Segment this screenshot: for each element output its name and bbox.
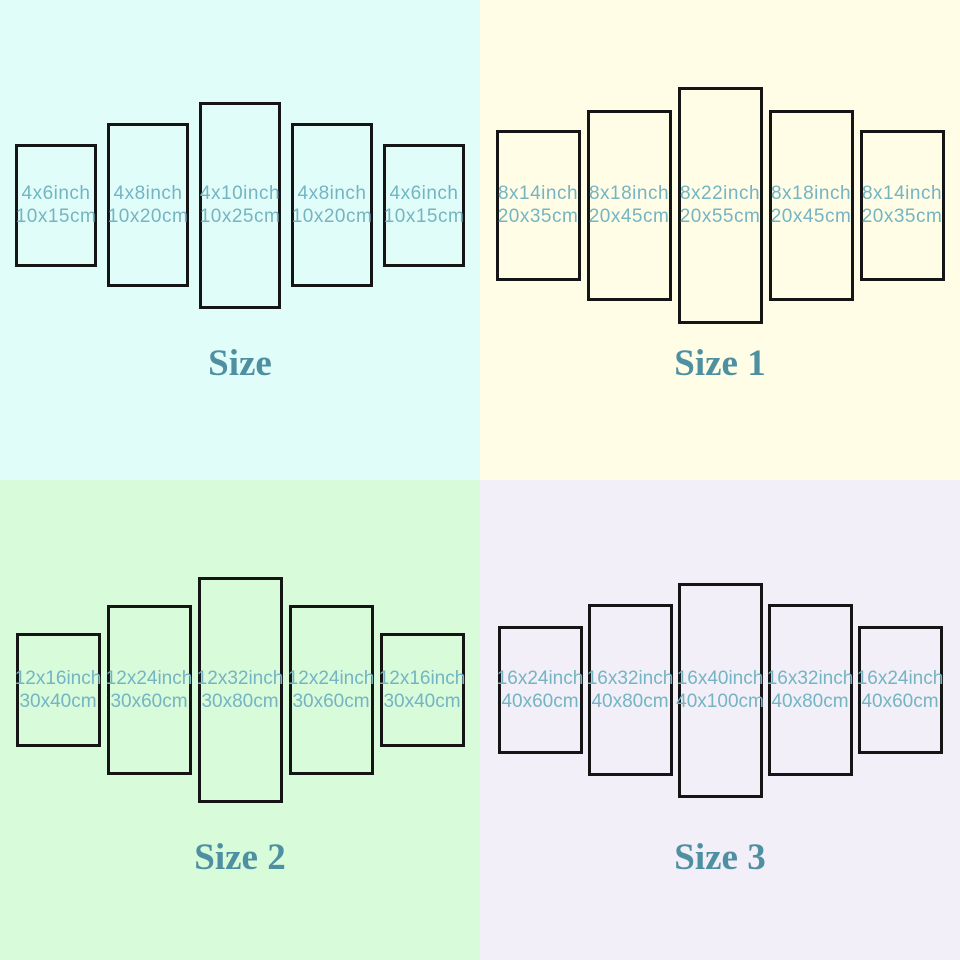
panel-size-cm: 20x45cm	[770, 206, 852, 227]
panel-size-inch: 4x6inch	[21, 183, 91, 204]
canvas-panel: 12x24inch 30x60cm	[288, 605, 375, 775]
panel-size-inch: 8x22inch	[679, 183, 761, 204]
panel-size-inch: 8x14inch	[861, 183, 943, 204]
panel-size-label: 8x14inch 20x35cm	[862, 182, 943, 228]
panel-size-label: 8x18inch 20x45cm	[771, 182, 852, 228]
panel-size-label: 16x40inch 40x100cm	[676, 667, 764, 713]
panel-size-cm: 30x40cm	[383, 691, 461, 712]
panel-size-cm: 20x35cm	[861, 206, 943, 227]
panel-size-label: 16x32inch 40x80cm	[587, 667, 674, 713]
canvas-panel: 12x16inch 30x40cm	[15, 633, 102, 747]
canvas-panel: 4x6inch 10x15cm	[15, 143, 97, 267]
size-chart-quadrant-size: 4x6inch 10x15cm 4x8inch 10x20cm 4x10inch…	[0, 0, 480, 480]
panel-size-label: 16x32inch 40x80cm	[767, 667, 854, 713]
canvas-panel: 12x24inch 30x60cm	[106, 605, 193, 775]
panel-size-cm: 30x80cm	[201, 691, 279, 712]
panel-size-cm: 20x55cm	[679, 206, 761, 227]
panel-size-label: 8x14inch 20x35cm	[498, 182, 579, 228]
panel-size-label: 16x24inch 40x60cm	[857, 667, 944, 713]
panel-size-label: 4x6inch 10x15cm	[384, 182, 465, 228]
panel-size-label: 4x8inch 10x20cm	[108, 182, 189, 228]
canvas-panel: 8x22inch 20x55cm	[677, 86, 763, 324]
panel-size-inch: 4x6inch	[389, 183, 459, 204]
panel-size-inch: 8x18inch	[588, 183, 670, 204]
panel-size-inch: 16x40inch	[676, 668, 764, 689]
panel-size-inch: 12x32inch	[196, 668, 284, 689]
panel-size-inch: 4x10inch	[199, 183, 281, 204]
panel-size-inch: 8x14inch	[497, 183, 579, 204]
panel-size-label: 12x16inch 30x40cm	[15, 667, 102, 713]
panel-size-inch: 16x32inch	[586, 668, 674, 689]
panel-size-inch: 16x24inch	[856, 668, 944, 689]
canvas-panel: 12x32inch 30x80cm	[197, 577, 284, 803]
panel-size-label: 4x10inch 10x25cm	[200, 182, 281, 228]
panel-size-cm: 40x80cm	[591, 691, 669, 712]
canvas-panel: 8x14inch 20x35cm	[859, 129, 945, 281]
canvas-panel: 16x24inch 40x60cm	[497, 626, 584, 754]
panel-size-cm: 20x45cm	[588, 206, 670, 227]
panel-size-label: 4x8inch 10x20cm	[292, 182, 373, 228]
panel-size-cm: 40x60cm	[861, 691, 939, 712]
panel-size-cm: 40x100cm	[676, 691, 764, 712]
panel-size-label: 8x22inch 20x55cm	[680, 182, 761, 228]
canvas-panel: 16x32inch 40x80cm	[767, 604, 854, 776]
panel-size-cm: 10x20cm	[107, 206, 189, 227]
size-chart-quadrant-size-1: 8x14inch 20x35cm 8x18inch 20x45cm 8x22in…	[480, 0, 960, 480]
quadrant-title: Size 1	[674, 343, 766, 384]
panel-group: 4x6inch 10x15cm 4x8inch 10x20cm 4x10inch…	[0, 0, 480, 410]
canvas-panel: 16x24inch 40x60cm	[857, 626, 944, 754]
panel-size-inch: 4x8inch	[297, 183, 367, 204]
panel-size-label: 12x32inch 30x80cm	[197, 667, 284, 713]
panel-size-inch: 16x32inch	[766, 668, 854, 689]
size-chart-quadrant-size-2: 12x16inch 30x40cm 12x24inch 30x60cm 12x3…	[0, 480, 480, 960]
canvas-panel: 8x18inch 20x45cm	[768, 109, 854, 301]
quadrant-title: Size 2	[194, 837, 286, 878]
canvas-panel: 12x16inch 30x40cm	[379, 633, 466, 747]
panel-size-inch: 16x24inch	[496, 668, 584, 689]
quadrant-title: Size	[208, 343, 272, 384]
panel-size-inch: 12x24inch	[287, 668, 375, 689]
panel-size-label: 12x24inch 30x60cm	[106, 667, 193, 713]
panel-size-label: 12x24inch 30x60cm	[288, 667, 375, 713]
panel-group: 8x14inch 20x35cm 8x18inch 20x45cm 8x22in…	[480, 0, 960, 410]
canvas-panel: 4x8inch 10x20cm	[107, 123, 189, 287]
panel-size-inch: 8x18inch	[770, 183, 852, 204]
panel-size-cm: 10x15cm	[15, 206, 97, 227]
quadrant-title: Size 3	[674, 837, 766, 878]
panel-size-cm: 40x60cm	[501, 691, 579, 712]
panel-group: 12x16inch 30x40cm 12x24inch 30x60cm 12x3…	[0, 480, 480, 900]
panel-size-cm: 30x60cm	[292, 691, 370, 712]
panel-size-cm: 20x35cm	[497, 206, 579, 227]
panel-size-cm: 30x40cm	[19, 691, 97, 712]
size-chart-quadrant-size-3: 16x24inch 40x60cm 16x32inch 40x80cm 16x4…	[480, 480, 960, 960]
panel-size-cm: 10x25cm	[199, 206, 281, 227]
panel-size-inch: 12x16inch	[378, 668, 466, 689]
panel-size-inch: 12x24inch	[105, 668, 193, 689]
panel-size-cm: 10x15cm	[383, 206, 465, 227]
canvas-panel: 16x40inch 40x100cm	[676, 582, 764, 798]
panel-size-label: 4x6inch 10x15cm	[16, 182, 97, 228]
canvas-panel: 16x32inch 40x80cm	[587, 604, 674, 776]
canvas-panel: 4x10inch 10x25cm	[199, 101, 281, 309]
canvas-panel: 4x6inch 10x15cm	[383, 143, 465, 267]
panel-size-inch: 12x16inch	[14, 668, 102, 689]
panel-size-cm: 30x60cm	[110, 691, 188, 712]
panel-size-cm: 10x20cm	[291, 206, 373, 227]
canvas-panel: 8x14inch 20x35cm	[495, 129, 581, 281]
canvas-panel: 8x18inch 20x45cm	[586, 109, 672, 301]
panel-size-label: 8x18inch 20x45cm	[589, 182, 670, 228]
panel-size-label: 12x16inch 30x40cm	[379, 667, 466, 713]
panel-size-label: 16x24inch 40x60cm	[497, 667, 584, 713]
canvas-panel: 4x8inch 10x20cm	[291, 123, 373, 287]
panel-size-inch: 4x8inch	[113, 183, 183, 204]
panel-size-cm: 40x80cm	[771, 691, 849, 712]
panel-group: 16x24inch 40x60cm 16x32inch 40x80cm 16x4…	[480, 480, 960, 900]
